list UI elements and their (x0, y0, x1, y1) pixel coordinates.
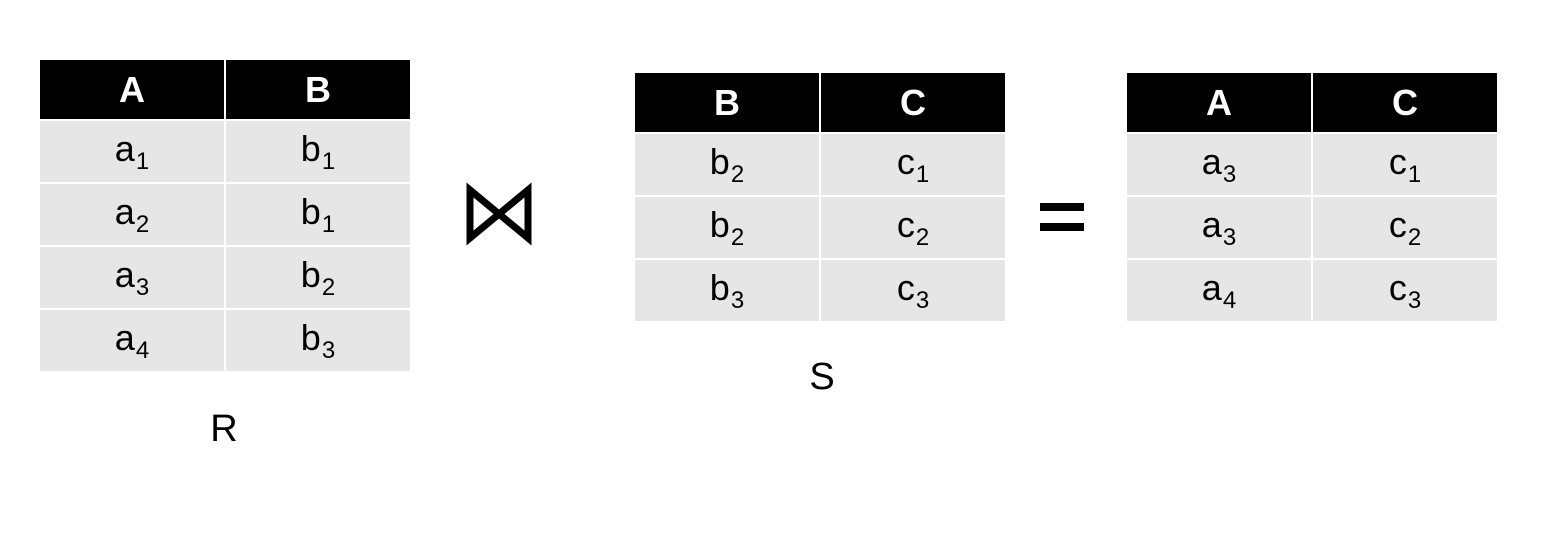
cell-value: a (1201, 140, 1222, 182)
cell-value: c (1388, 203, 1407, 245)
cell-value: b (300, 253, 321, 295)
cell-subscript: 4 (135, 336, 150, 364)
table-cell: a3 (1127, 134, 1311, 195)
cell-subscript: 3 (1222, 223, 1237, 251)
cell-value: a (114, 253, 135, 295)
cell-value: b (709, 140, 730, 182)
cell-subscript: 3 (1222, 160, 1237, 188)
table-cell: a4 (1127, 260, 1311, 321)
cell-value: b (709, 266, 730, 308)
table-cell: c1 (1313, 134, 1497, 195)
table-s-header-cell: C (821, 73, 1005, 132)
table-cell: b2 (226, 247, 410, 308)
table-cell: a2 (40, 184, 224, 245)
cell-subscript: 2 (1407, 223, 1422, 251)
cell-value: a (1201, 266, 1222, 308)
cell-value: c (896, 203, 915, 245)
table-result-header-cell: A (1127, 73, 1311, 132)
cell-subscript: 1 (915, 160, 930, 188)
table-cell: c1 (821, 134, 1005, 195)
cell-value: c (1388, 266, 1407, 308)
table-cell: a3 (1127, 197, 1311, 258)
cell-value: c (1388, 140, 1407, 182)
table-s-header-cell: B (635, 73, 819, 132)
table-cell: a1 (40, 121, 224, 182)
cell-value: c (896, 266, 915, 308)
cell-subscript: 2 (730, 223, 745, 251)
cell-value: b (709, 203, 730, 245)
cell-value: a (114, 190, 135, 232)
table-cell: b1 (226, 121, 410, 182)
table-cell: b3 (635, 260, 819, 321)
cell-subscript: 1 (321, 147, 336, 175)
cell-subscript: 3 (730, 286, 745, 314)
natural-join-icon (466, 182, 532, 246)
cell-value: b (300, 190, 321, 232)
table-cell: b3 (226, 310, 410, 371)
table-r-header-cell: B (226, 60, 410, 119)
cell-value: b (300, 127, 321, 169)
table-r-header-cell: A (40, 60, 224, 119)
equals-icon (1040, 203, 1084, 231)
cell-value: c (896, 140, 915, 182)
table-cell: c3 (1313, 260, 1497, 321)
table-cell: c2 (1313, 197, 1497, 258)
table-cell: b1 (226, 184, 410, 245)
table-cell: b2 (635, 197, 819, 258)
cell-subscript: 3 (915, 286, 930, 314)
cell-subscript: 1 (1407, 160, 1422, 188)
table-r-label: R (210, 408, 238, 450)
cell-subscript: 3 (321, 336, 336, 364)
cell-subscript: 3 (1407, 286, 1422, 314)
cell-value: a (114, 127, 135, 169)
table-s-label: S (809, 356, 835, 398)
table-cell: b2 (635, 134, 819, 195)
cell-subscript: 4 (1222, 286, 1237, 314)
cell-value: a (1201, 203, 1222, 245)
table-cell: c2 (821, 197, 1005, 258)
table-cell: c3 (821, 260, 1005, 321)
cell-subscript: 3 (135, 273, 150, 301)
cell-value: b (300, 316, 321, 358)
table-cell: a4 (40, 310, 224, 371)
cell-subscript: 1 (321, 210, 336, 238)
cell-subscript: 2 (135, 210, 150, 238)
cell-value: a (114, 316, 135, 358)
table-cell: a3 (40, 247, 224, 308)
cell-subscript: 2 (915, 223, 930, 251)
cell-subscript: 2 (321, 273, 336, 301)
table-result-header-cell: C (1313, 73, 1497, 132)
cell-subscript: 2 (730, 160, 745, 188)
cell-subscript: 1 (135, 147, 150, 175)
